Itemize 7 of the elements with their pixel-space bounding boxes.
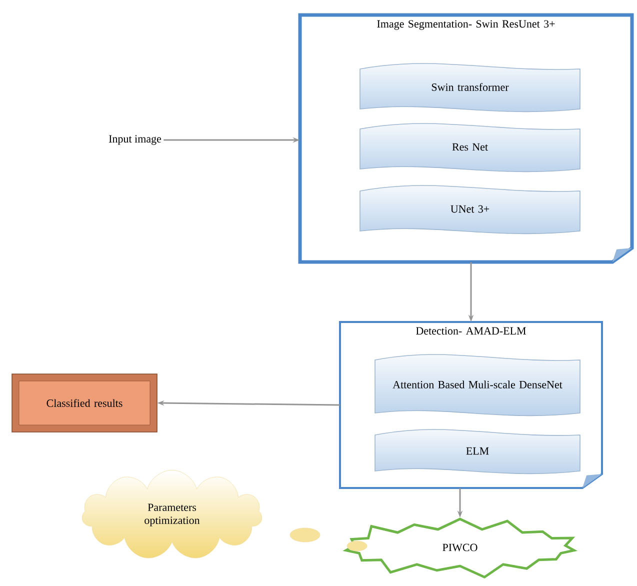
wave-box: Res Net bbox=[360, 123, 580, 172]
result-box: Classified results bbox=[12, 374, 158, 432]
wave-box: Swin transformer bbox=[360, 63, 580, 112]
input-label: Input image bbox=[108, 135, 162, 145]
wave-box: UNet 3+ bbox=[360, 185, 580, 234]
starburst: PIWCO bbox=[342, 518, 578, 579]
wave-box: Attention Based Muli-scale DenseNet bbox=[374, 354, 580, 416]
